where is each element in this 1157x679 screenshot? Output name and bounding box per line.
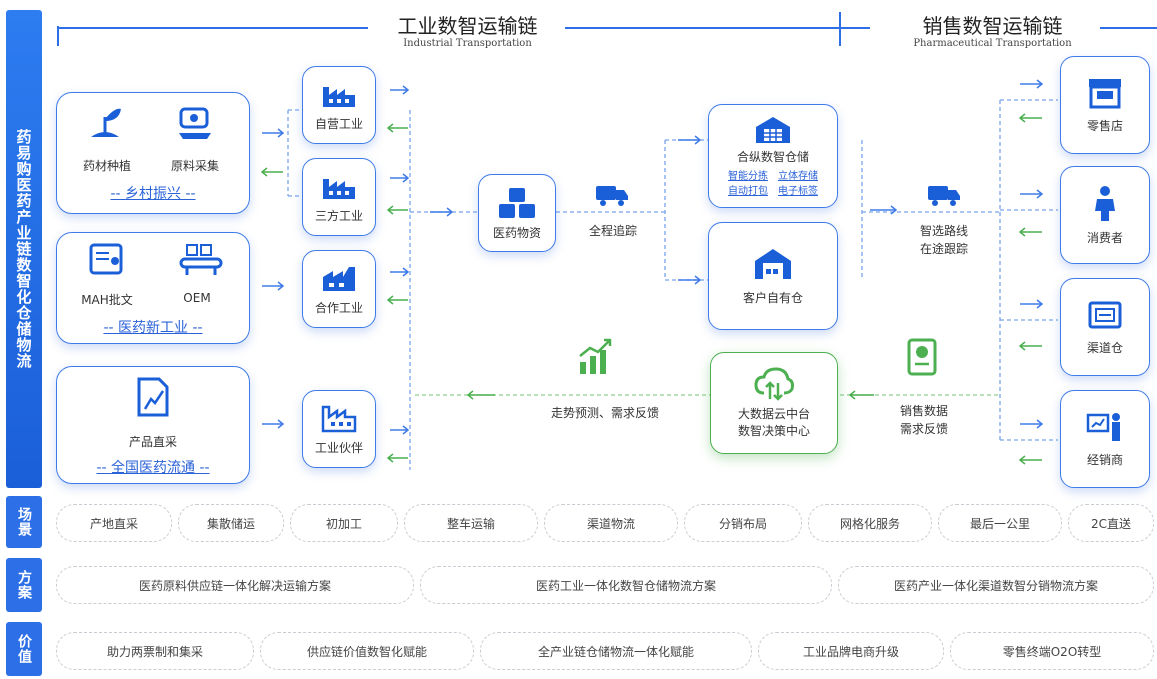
source-card-circulation: 产品直采 -- 全国医药流通 -- — [56, 366, 250, 484]
factory-icon — [321, 405, 357, 432]
warehouse-feature: 自动打包 — [728, 186, 768, 197]
report-icon — [907, 338, 937, 376]
value-pill: 零售终端O2O转型 — [950, 632, 1154, 670]
sidebar-title: 药易购医药产业链数智化仓储物流 — [14, 129, 33, 369]
source-item-mah: MAH批文 — [81, 293, 133, 307]
own-warehouse-label: 客户自有仓 — [742, 290, 803, 305]
route-label-2: 在途跟踪 — [919, 242, 968, 256]
value-row-label: 价值 — [16, 634, 32, 664]
sales-chain-subtitle: Pharmaceutical Transportation — [913, 38, 1072, 49]
scene-pill: 初加工 — [290, 504, 398, 542]
cloud-label-1: 大数据云中台 — [737, 407, 810, 421]
sales-node-consumer[interactable]: 消费者 — [1060, 166, 1150, 264]
source-caption-new-industry: -- 医药新工业 -- — [103, 320, 203, 336]
sales-node-distributor[interactable]: 经销商 — [1060, 390, 1150, 488]
scene-row-label: 场景 — [16, 507, 32, 537]
factory-icon — [323, 266, 355, 291]
conveyor-icon — [179, 244, 223, 275]
scene-pill: 产地直采 — [56, 504, 172, 542]
person-icon — [1095, 185, 1115, 221]
scene-pill: 分销布局 — [684, 504, 802, 542]
goods-label: 医药物资 — [492, 225, 541, 240]
industry-node-label: 工业伙伴 — [314, 440, 363, 455]
plan-pill: 医药工业一体化数智仓储物流方案 — [420, 566, 832, 604]
source-card-new-industry: MAH批文 OEM -- 医药新工业 -- — [56, 232, 250, 344]
scene-pill: 整车运输 — [404, 504, 538, 542]
source-card-rural: 药材种植 原料采集 -- 乡村振兴 -- — [56, 92, 250, 214]
cloud-platform-node[interactable]: 大数据云中台 数智决策中心 — [710, 352, 838, 454]
value-pill: 助力两票制和集采 — [56, 632, 254, 670]
scene-pill: 2C直送 — [1068, 504, 1154, 542]
source-item-planting: 药材种植 — [82, 159, 131, 173]
scene-pill: 渠道物流 — [544, 504, 678, 542]
industry-node-partner[interactable]: 工业伙伴 — [302, 390, 376, 468]
document-chart-icon — [137, 377, 169, 417]
scene-pill: 网格化服务 — [808, 504, 932, 542]
value-pill: 全产业链仓储物流一体化赋能 — [480, 632, 752, 670]
route-label-1: 智选路线 — [919, 224, 968, 238]
growth-chart-icon — [579, 338, 612, 374]
source-item-direct-purchase: 产品直采 — [128, 435, 177, 449]
warehouse-title: 合纵数智仓储 — [736, 150, 809, 164]
own-warehouse-node[interactable]: 客户自有仓 — [708, 222, 838, 330]
value-pill: 供应链价值数智化赋能 — [260, 632, 474, 670]
source-caption-rural: -- 乡村振兴 -- — [110, 186, 196, 202]
industry-node-cooperative[interactable]: 合作工业 — [302, 250, 376, 328]
industrial-chain-title: 工业数智运输链 — [397, 14, 538, 38]
industry-node-label: 自营工业 — [314, 116, 363, 131]
trace-label: 全程追踪 — [588, 224, 637, 238]
warehouse-feature: 立体存储 — [778, 171, 818, 182]
industry-node-label: 三方工业 — [314, 208, 363, 223]
sales-node-retail[interactable]: 零售店 — [1060, 56, 1150, 154]
forecast-label: 走势预测、需求反馈 — [550, 406, 659, 420]
truck-icon — [928, 186, 960, 206]
sales-node-label: 消费者 — [1086, 230, 1123, 245]
source-caption-circulation: -- 全国医药流通 -- — [96, 460, 210, 476]
warehouse-icon — [756, 117, 790, 143]
industry-node-self[interactable]: 自营工业 — [302, 66, 376, 144]
warehouse-node[interactable]: 合纵数智仓储 智能分拣 立体存储 自动打包 电子标签 — [708, 104, 838, 208]
industry-node-label: 合作工业 — [314, 300, 363, 315]
hand-leaf-icon — [179, 107, 211, 139]
sales-chain-title: 销售数智运输链 — [922, 14, 1063, 38]
scene-row-label-bar: 场景 — [6, 496, 42, 548]
cloud-label-2: 数智决策中心 — [737, 424, 810, 438]
factory-icon — [323, 178, 355, 199]
plan-row-label: 方案 — [16, 570, 32, 600]
plan-row-label-bar: 方案 — [6, 558, 42, 612]
goods-node[interactable]: 医药物资 — [478, 174, 556, 252]
industry-node-third-party[interactable]: 三方工业 — [302, 158, 376, 236]
scene-pill: 集散储运 — [178, 504, 284, 542]
factory-icon — [323, 86, 355, 107]
scene-pill: 最后一公里 — [938, 504, 1062, 542]
presenter-icon — [1086, 412, 1120, 441]
plant-icon — [91, 108, 121, 137]
warehouse-icon — [755, 248, 791, 279]
sales-node-label: 零售店 — [1086, 118, 1123, 133]
sales-data-label-1: 销售数据 — [899, 404, 948, 418]
box-stack-icon — [1088, 301, 1122, 328]
cloud-sync-icon — [754, 367, 794, 401]
boxes-icon — [499, 187, 535, 218]
value-row-label-bar: 价值 — [6, 622, 42, 676]
value-pill: 工业品牌电商升级 — [758, 632, 944, 670]
sales-node-label: 渠道仓 — [1086, 340, 1123, 355]
sales-node-label: 经销商 — [1086, 452, 1123, 467]
warehouse-feature: 智能分拣 — [728, 171, 768, 182]
source-item-collecting: 原料采集 — [170, 159, 219, 173]
sales-node-channel[interactable]: 渠道仓 — [1060, 278, 1150, 376]
sidebar-title-bar: 药易购医药产业链数智化仓储物流 — [6, 10, 42, 488]
store-icon — [1089, 78, 1121, 108]
source-item-oem: OEM — [183, 291, 211, 305]
sales-data-label-2: 需求反馈 — [899, 422, 948, 436]
certificate-icon — [89, 243, 123, 275]
truck-icon — [596, 186, 628, 206]
warehouse-feature: 电子标签 — [778, 186, 818, 197]
industrial-chain-subtitle: Industrial Transportation — [403, 38, 532, 49]
plan-pill: 医药原料供应链一体化解决运输方案 — [56, 566, 414, 604]
plan-pill: 医药产业一体化渠道数智分销物流方案 — [838, 566, 1154, 604]
